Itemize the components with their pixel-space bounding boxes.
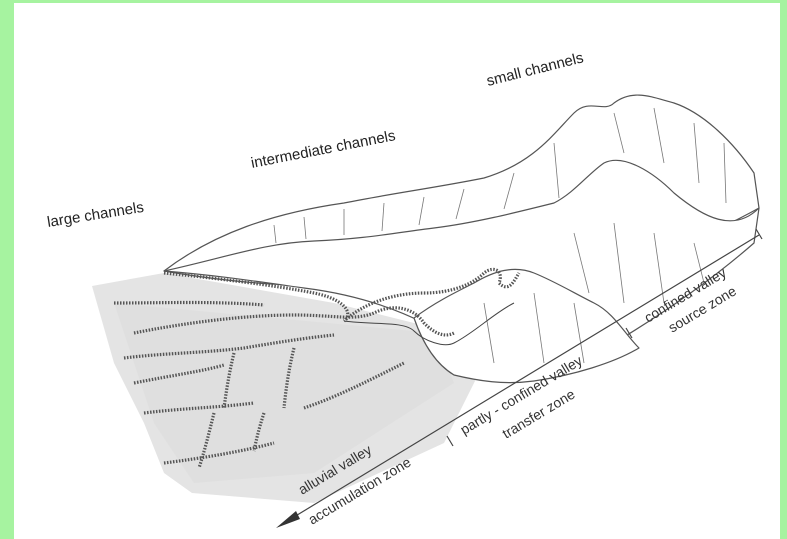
tick-source-end bbox=[756, 229, 762, 239]
label-intermediate-channels: intermediate channels bbox=[250, 127, 397, 172]
river-valley-diagram: large channels intermediate channels sma… bbox=[14, 3, 780, 539]
label-small-channels: small channels bbox=[485, 49, 585, 89]
downstream-arrow bbox=[276, 511, 300, 528]
tick-accumulation-transfer bbox=[447, 436, 453, 446]
diagram-canvas: large channels intermediate channels sma… bbox=[14, 3, 780, 539]
label-large-channels: large channels bbox=[46, 199, 145, 231]
